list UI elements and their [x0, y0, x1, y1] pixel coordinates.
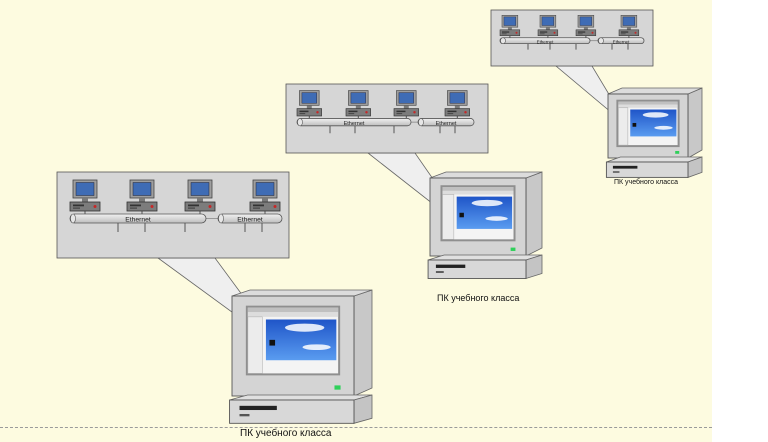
window-sidebar	[247, 316, 263, 374]
classroom-pc-medium	[427, 171, 543, 280]
window-sidebar	[442, 194, 455, 240]
workstation-icon-small-1	[499, 15, 521, 37]
power-button	[612, 171, 620, 173]
cloud	[471, 199, 503, 207]
workstation-icon-small-3	[575, 15, 597, 37]
classroom-pc-small	[605, 87, 703, 178]
system-unit	[427, 259, 527, 279]
system-unit-top	[229, 394, 373, 401]
ethernet-label: Ethernet	[344, 121, 365, 127]
window-menubar	[247, 307, 339, 313]
workstation-icon-medium-1	[296, 90, 322, 117]
workstation-icon-large-3	[184, 179, 216, 212]
window-toolbar	[442, 190, 514, 195]
system-unit	[229, 399, 355, 424]
ethernet-bus-2-medium: Ethernet	[417, 118, 475, 127]
monitor-side	[353, 289, 373, 397]
power-led	[510, 247, 516, 251]
ethernet-label: Ethernet	[237, 217, 263, 224]
monitor-side	[525, 171, 543, 257]
desktop-item	[269, 339, 276, 346]
ethernet-bus-2-small: Ethernet	[597, 37, 645, 45]
disk-drive-slot	[239, 405, 277, 411]
system-unit-top	[427, 254, 543, 261]
ethernet-label: Ethernet	[613, 40, 631, 45]
workstation-icon-medium-2	[345, 90, 371, 117]
window-toolbar	[618, 104, 678, 108]
disk-drive-slot	[612, 165, 638, 169]
window-sidebar	[618, 107, 629, 146]
ethernet-bus-2-large: Ethernet	[217, 213, 283, 224]
workstation-icon-small-4	[618, 15, 640, 37]
monitor-side	[687, 87, 703, 159]
window-menubar	[618, 101, 678, 105]
desktop-item	[632, 122, 637, 127]
cloud	[642, 112, 669, 118]
system-unit-top	[606, 156, 703, 163]
power-led	[334, 385, 341, 390]
workstation-icon-large-1	[69, 179, 101, 212]
cloud	[485, 216, 508, 221]
cloud	[654, 125, 673, 130]
workstation-icon-large-2	[126, 179, 158, 212]
ethernet-label: Ethernet	[436, 121, 457, 127]
system-unit	[605, 161, 689, 178]
monitor-top	[607, 87, 703, 95]
ethernet-bus-1-small: Ethernet	[499, 37, 591, 45]
cloud	[284, 323, 325, 332]
workstation-icon-large-4	[249, 179, 281, 212]
dashed-divider	[0, 427, 712, 428]
monitor-top	[231, 289, 373, 297]
window-toolbar	[247, 312, 339, 317]
caption-small-pc: ПК учебного класса	[614, 179, 679, 186]
workstation-icon-small-2	[537, 15, 559, 37]
desktop-item	[459, 212, 464, 218]
power-led	[675, 151, 680, 154]
power-button	[435, 271, 444, 273]
ethernet-label: Ethernet	[125, 217, 151, 224]
ethernet-label: Ethernet	[537, 40, 555, 45]
cloud	[302, 344, 331, 351]
monitor-top	[429, 171, 543, 179]
ethernet-bus-1-medium: Ethernet	[296, 118, 412, 127]
ethernet-bus-1-large: Ethernet	[69, 213, 207, 224]
caption-large-pc: ПК учебного класса	[240, 428, 332, 439]
caption-medium-pc: ПК учебного класса	[437, 293, 520, 303]
system-unit-side	[353, 394, 373, 424]
power-button	[239, 413, 250, 417]
disk-drive-slot	[435, 264, 466, 268]
classroom-pc-large	[229, 289, 373, 424]
workstation-icon-medium-4	[444, 90, 470, 117]
workstation-icon-medium-3	[393, 90, 419, 117]
window-menubar	[442, 187, 514, 191]
